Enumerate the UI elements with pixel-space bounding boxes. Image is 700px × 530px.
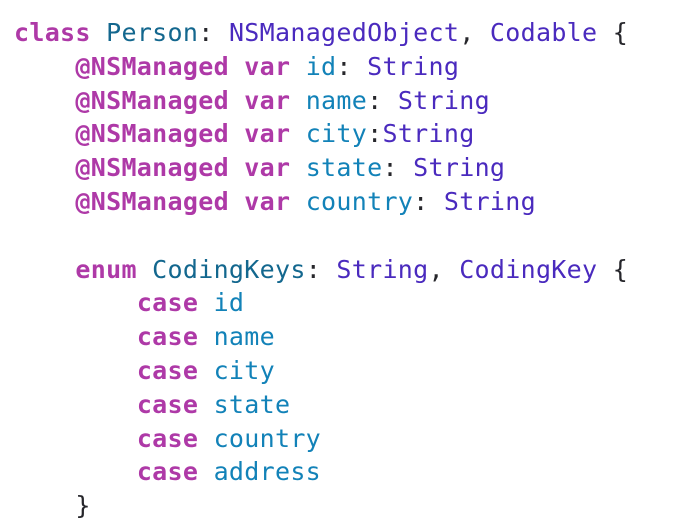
code-token-plain — [14, 153, 75, 182]
code-line: case name — [14, 320, 700, 354]
code-token-plain: : — [336, 51, 368, 81]
code-line: case country — [14, 422, 700, 456]
code-token-framework: String — [413, 153, 506, 183]
code-token-plain: : — [367, 119, 383, 149]
code-line: } — [14, 489, 700, 523]
code-token-plain — [14, 187, 75, 216]
code-token-keyword: case — [136, 288, 199, 318]
code-token-plain — [91, 18, 106, 47]
code-line — [14, 219, 700, 253]
code-token-framework: Codable — [489, 18, 598, 47]
code-token-framework: NSManagedObject — [228, 18, 460, 47]
code-token-framework: CodingKey — [459, 254, 598, 284]
code-token-keyword: enum — [75, 254, 137, 284]
code-token-plain — [14, 288, 137, 317]
code-block: class Person: NSManagedObject, Codable {… — [14, 16, 700, 523]
code-token-type_decl: Person — [106, 18, 199, 47]
code-token-plain — [198, 288, 213, 317]
code-token-plain — [198, 322, 213, 351]
code-line: @NSManaged var state: String — [14, 151, 700, 185]
code-line: case address — [14, 455, 700, 489]
code-token-plain — [14, 322, 137, 351]
code-token-plain: : — [382, 153, 414, 183]
code-token-keyword: case — [136, 355, 199, 385]
code-token-plain — [14, 119, 75, 148]
code-token-member: country — [213, 423, 322, 453]
code-token-plain: : — [367, 85, 398, 115]
code-line: case id — [14, 286, 700, 320]
code-token-keyword: case — [136, 389, 199, 419]
code-line: @NSManaged var city:String — [14, 117, 700, 151]
code-token-member: id — [213, 288, 245, 318]
code-token-keyword: case — [136, 457, 199, 487]
code-line: case city — [14, 354, 700, 388]
code-token-plain — [14, 424, 137, 453]
code-token-plain — [290, 153, 305, 182]
code-line: class Person: NSManagedObject, Codable { — [14, 16, 700, 50]
code-token-plain: : — [413, 186, 444, 216]
code-token-plain — [229, 86, 244, 115]
code-token-plain — [229, 52, 244, 81]
code-token-type_decl: CodingKeys — [152, 254, 306, 284]
code-token-plain: , — [459, 18, 490, 47]
code-token-framework: String — [443, 186, 536, 216]
code-token-plain — [229, 187, 244, 216]
code-token-member: city — [305, 119, 368, 149]
code-token-member: address — [213, 457, 322, 487]
code-token-plain — [198, 457, 213, 486]
code-token-plain: : — [305, 254, 337, 284]
code-token-keyword: var — [244, 119, 291, 149]
code-token-plain — [198, 424, 213, 453]
code-token-keyword: @NSManaged — [75, 186, 229, 216]
code-token-member: state — [305, 153, 383, 183]
code-token-keyword: @NSManaged — [75, 85, 229, 115]
code-token-plain — [290, 86, 305, 115]
code-token-keyword: @NSManaged — [75, 119, 229, 149]
code-token-plain — [198, 356, 213, 385]
code-token-framework: String — [336, 254, 429, 284]
code-token-plain — [14, 255, 75, 284]
code-token-plain: , — [428, 254, 460, 284]
code-line: @NSManaged var country: String — [14, 185, 700, 219]
code-token-member: city — [213, 355, 275, 385]
code-token-plain — [229, 119, 244, 148]
code-token-keyword: @NSManaged — [75, 153, 229, 183]
code-token-plain: { — [597, 18, 629, 47]
code-token-plain — [14, 52, 75, 81]
code-token-plain: : — [198, 18, 229, 47]
code-line: enum CodingKeys: String, CodingKey { — [14, 253, 700, 287]
code-line: @NSManaged var id: String — [14, 50, 700, 84]
code-token-keyword: case — [136, 423, 199, 453]
code-token-plain — [198, 390, 213, 419]
code-token-framework: String — [367, 51, 460, 81]
code-token-framework: String — [382, 119, 475, 149]
code-line: @NSManaged var name: String — [14, 84, 700, 118]
code-token-keyword: var — [244, 153, 291, 183]
code-token-plain: } — [14, 491, 91, 521]
code-token-keyword: var — [244, 51, 291, 81]
code-token-plain — [229, 153, 244, 182]
code-token-plain: { — [597, 254, 629, 284]
code-token-keyword: case — [136, 322, 199, 352]
code-token-keyword: @NSManaged — [75, 51, 229, 81]
code-token-keyword: var — [244, 85, 291, 115]
code-token-keyword: var — [244, 186, 291, 216]
code-token-plain — [14, 86, 75, 115]
code-token-member: state — [213, 389, 291, 419]
code-token-plain — [14, 356, 137, 385]
code-token-plain — [14, 457, 137, 486]
code-token-member: name — [305, 85, 368, 115]
code-token-plain — [290, 119, 305, 148]
code-token-keyword: class — [14, 18, 91, 47]
code-token-framework: String — [397, 85, 490, 115]
code-token-member: country — [305, 186, 414, 216]
code-token-plain — [290, 187, 305, 216]
code-token-plain — [137, 255, 152, 284]
code-line: case state — [14, 388, 700, 422]
code-token-plain — [14, 390, 137, 419]
code-token-member: name — [213, 322, 275, 352]
code-token-member: id — [305, 51, 337, 81]
code-token-plain — [290, 52, 305, 81]
